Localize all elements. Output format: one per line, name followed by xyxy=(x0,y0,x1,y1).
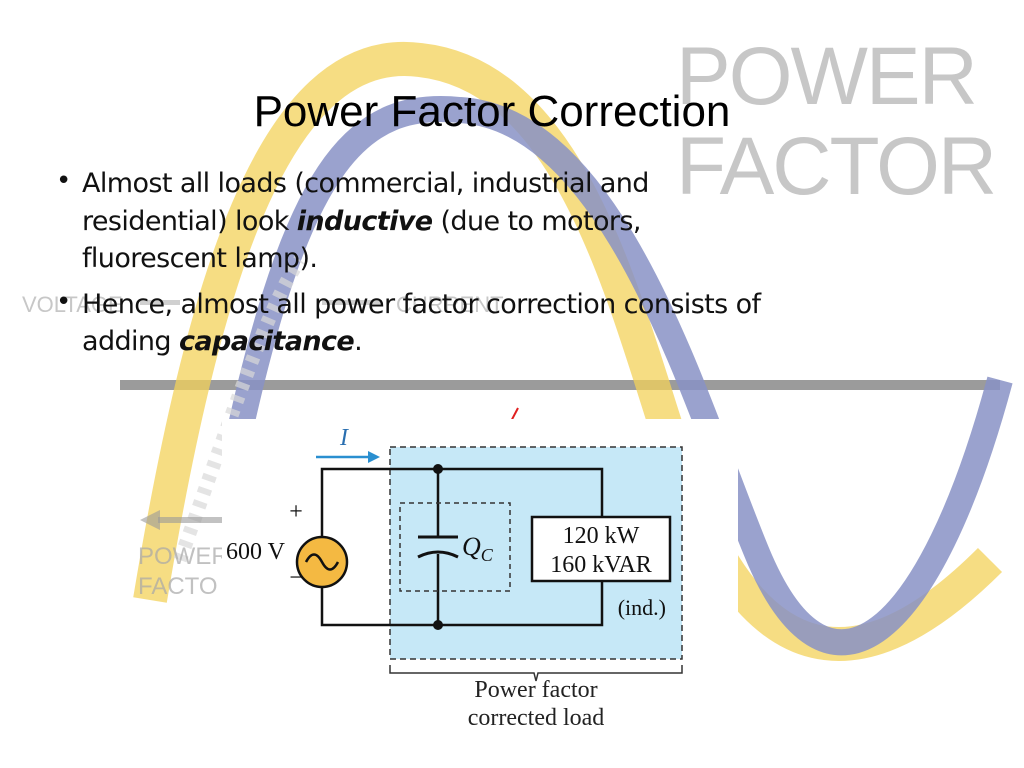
bullet-1-line-2: residential) look inductive (due to moto… xyxy=(82,203,956,241)
capacitor-label: QC xyxy=(462,532,494,565)
bg-logo-line1: POWER xyxy=(676,31,976,122)
bullet-1-line-3: fluorescent lamp). xyxy=(82,243,318,274)
source-voltage: 600 V xyxy=(226,539,286,565)
bg-legend-power-arrow xyxy=(140,510,160,530)
caption-line-2: corrected load xyxy=(468,705,605,731)
current-label: I xyxy=(339,425,349,451)
bullet-1-text-after: (due to motors, xyxy=(432,205,641,237)
source-plus: + xyxy=(289,499,303,525)
bullet-list: • Almost all loads (commercial, industri… xyxy=(56,165,956,369)
bullet-1-text: residential) look xyxy=(82,205,297,237)
bullet-2-line-2: adding capacitance. xyxy=(82,323,956,361)
bg-legend-power-arrow-shaft xyxy=(158,517,228,523)
bg-legend-current: CURRENT xyxy=(396,292,504,317)
bullet-1-emphasis: inductive xyxy=(296,205,433,237)
caption-line-1: Power factor xyxy=(474,677,597,703)
load-note: (ind.) xyxy=(618,595,666,620)
slide-title: Power Factor Correction xyxy=(253,87,731,136)
load-reactive-power: 160 kVAR xyxy=(550,552,652,578)
wire-top xyxy=(320,467,604,537)
bg-legend-voltage-arrow xyxy=(140,300,180,305)
bg-axis-line xyxy=(120,380,1000,390)
circuit-diagram: QC 120 kW 160 kVAR (ind.) + − 600 V I Po… xyxy=(222,419,738,741)
bg-current-wave xyxy=(227,96,1013,656)
bg-legend-power: POWER xyxy=(138,543,229,570)
load-power: 120 kW xyxy=(563,523,640,549)
bullet-item: • Hence, almost all power factor correct… xyxy=(56,286,956,361)
bg-logo-line2: FACTOR xyxy=(676,121,995,212)
bullet-2-text-after: . xyxy=(354,326,363,357)
source-minus: − xyxy=(289,565,303,591)
bg-power-wave xyxy=(173,255,306,563)
ac-wave-icon xyxy=(304,553,340,571)
bullet-item: • Almost all loads (commercial, industri… xyxy=(56,165,956,278)
bullet-2-text: adding xyxy=(82,326,179,357)
bullet-dot: • xyxy=(56,166,71,196)
wire-bottom xyxy=(320,581,604,627)
bg-legend-current-arrow xyxy=(322,300,382,305)
bullet-1-line-1: Almost all loads (commercial, industrial… xyxy=(82,168,649,199)
capacitor xyxy=(417,535,459,559)
bullet-2-emphasis: capacitance xyxy=(178,326,355,357)
junction-dot xyxy=(433,464,443,474)
bg-legend-factor: FACTO xyxy=(138,573,218,600)
corrected-load-brace xyxy=(389,665,683,682)
capacitor-box xyxy=(399,502,511,592)
load-box xyxy=(530,515,672,583)
junction-dot xyxy=(433,620,443,630)
current-arrowhead xyxy=(368,451,380,463)
bg-legend-voltage: VOLTAGE xyxy=(22,292,123,317)
bullet-dot: • xyxy=(56,286,71,317)
bullet-2-line-1: Hence, almost all power factor correctio… xyxy=(82,288,761,320)
capacitor-subscript: C xyxy=(481,545,494,565)
